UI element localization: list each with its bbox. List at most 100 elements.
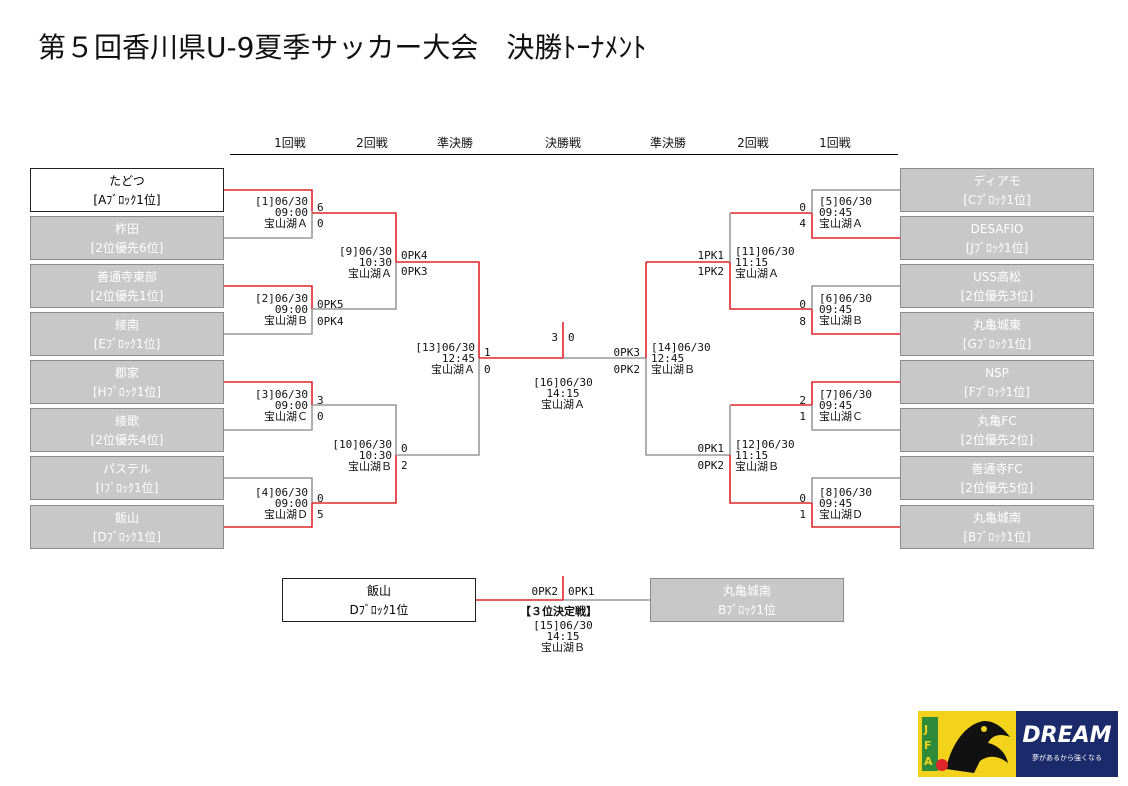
team-right-7: 善通寺FC [2位優先5位] <box>900 456 1094 500</box>
score-final-right: 0 <box>568 331 575 344</box>
team-name: 飯山 <box>114 511 139 525</box>
team-seed: [2位優先2位] <box>960 433 1034 447</box>
round-header-left-1: 1回戦 <box>274 136 306 150</box>
team-seed: [Aﾌﾞﾛｯｸ1位] <box>93 193 161 207</box>
team-name: USS高松 <box>972 270 1022 284</box>
team-seed: [2位優先4位] <box>90 433 164 447</box>
team-name: 丸亀城南 <box>972 511 1021 525</box>
match-8-info: [8]06/30 09:45 宝山湖Ｄ <box>819 487 872 520</box>
line-m1-top <box>224 189 313 211</box>
score-m8-bot: 1 <box>799 508 806 521</box>
match-venue: 宝山湖Ｄ <box>819 508 863 521</box>
match-number: [2]06/30 <box>255 292 308 305</box>
svg-text:J: J <box>923 723 928 736</box>
match-venue: 宝山湖Ｂ <box>541 641 585 654</box>
line-m8-bot <box>811 503 904 528</box>
team-name: 丸亀城東 <box>972 318 1021 332</box>
team-seed: [Jﾌﾞﾛｯｸ1位] <box>965 241 1029 255</box>
team-name: 丸亀城南 <box>722 584 771 598</box>
score-m11-bot: 1PK2 <box>697 265 725 278</box>
team-right-2: DESAFIO [Jﾌﾞﾛｯｸ1位] <box>900 216 1094 260</box>
match-venue: 宝山湖Ａ <box>348 267 392 280</box>
score-m12-top: 0PK1 <box>697 442 725 455</box>
score-m1-bot: 0 <box>317 217 324 230</box>
match-time: 09:00 <box>274 303 308 316</box>
line-m14-bot <box>645 358 730 456</box>
match-11-info: [11]06/30 11:15 宝山湖Ａ <box>735 246 795 279</box>
match-16-info: [16]06/30 14:15 宝山湖Ａ <box>513 377 613 410</box>
line-m2-bot <box>224 309 313 335</box>
line-m6-top <box>811 285 904 309</box>
line-m11-bot <box>729 262 812 310</box>
match-venue: 宝山湖Ｂ <box>348 460 392 473</box>
match-6-info: [6]06/30 09:45 宝山湖Ｂ <box>819 293 872 326</box>
match-7-info: [7]06/30 09:45 宝山湖Ｃ <box>819 389 872 422</box>
team-seed: [Cﾌﾞﾛｯｸ1位] <box>963 193 1031 207</box>
match-5-info: [5]06/30 09:45 宝山湖Ａ <box>819 196 872 229</box>
line-m6-bot <box>811 309 904 335</box>
score-m3-top: 3 <box>317 394 324 407</box>
team-seed: [2位優先6位] <box>90 241 164 255</box>
match-venue: 宝山湖Ａ <box>431 363 475 376</box>
match-number: [15]06/30 <box>533 619 593 632</box>
team-seed: [2位優先1位] <box>90 289 164 303</box>
match-number: [11]06/30 <box>735 245 795 258</box>
match-venue: 宝山湖Ｂ <box>819 314 863 327</box>
team-left-5: 郡家 [Hﾌﾞﾛｯｸ1位] <box>30 360 224 404</box>
team-seed: [Bﾌﾞﾛｯｸ1位] <box>963 530 1031 544</box>
match-time: 11:15 <box>735 256 769 269</box>
match-time: 09:00 <box>274 206 308 219</box>
score-m10-bot: 2 <box>401 459 408 472</box>
match-number: [6]06/30 <box>819 292 872 305</box>
score-third-right: 0PK1 <box>568 585 595 598</box>
team-name: 綾南 <box>114 318 139 332</box>
match-number: [5]06/30 <box>819 195 872 208</box>
team-seed: [2位優先3位] <box>960 289 1034 303</box>
team-left-2: 柞田 [2位優先6位] <box>30 216 224 260</box>
team-left-8: 飯山 [Dﾌﾞﾛｯｸ1位] <box>30 505 224 549</box>
team-right-8: 丸亀城南 [Bﾌﾞﾛｯｸ1位] <box>900 505 1094 549</box>
match-venue: 宝山湖Ａ <box>264 217 308 230</box>
line-m12-bot <box>729 455 812 504</box>
jfa-emblem-icon: J F A <box>918 711 1118 777</box>
dream-tagline: 夢があるから強くなる <box>1032 754 1102 762</box>
line-m13-top <box>396 261 480 358</box>
match-number: [13]06/30 <box>415 341 475 354</box>
match-number: [9]06/30 <box>339 245 392 258</box>
score-m14-bot: 0PK2 <box>613 363 641 376</box>
line-m9-bot <box>312 262 397 310</box>
line-m3-bot <box>224 405 313 431</box>
team-seed: [Dﾌﾞﾛｯｸ1位] <box>92 530 162 544</box>
line-m1-bot <box>224 211 313 239</box>
match-time: 10:30 <box>358 449 392 462</box>
team-seed: Dﾌﾞﾛｯｸ1位 <box>349 603 409 617</box>
match-13-info: [13]06/30 12:45 宝山湖Ａ <box>393 342 475 375</box>
score-m5-top: 0 <box>799 201 806 214</box>
match-venue: 宝山湖Ｃ <box>264 410 308 423</box>
score-m10-top: 0 <box>401 442 408 455</box>
team-name: DESAFIO <box>970 222 1024 236</box>
match-venue: 宝山湖Ａ <box>735 267 779 280</box>
round-header-left-3: 準決勝 <box>436 136 473 150</box>
page-title: 第５回香川県U-9夏季サッカー大会 決勝ﾄｰﾅﾒﾝﾄ <box>38 31 647 64</box>
score-m5-bot: 4 <box>799 217 806 230</box>
svg-text:F: F <box>924 739 932 752</box>
team-seed: [Eﾌﾞﾛｯｸ1位] <box>93 337 161 351</box>
third-place-label: 【３位決定戦】 <box>520 605 597 618</box>
match-time: 14:15 <box>546 630 580 643</box>
match-number: [12]06/30 <box>735 438 795 451</box>
match-3-info: [3]06/30 09:00 宝山湖Ｃ <box>224 389 308 422</box>
match-venue: 宝山湖Ｄ <box>264 508 308 521</box>
match-venue: 宝山湖Ｃ <box>819 410 863 423</box>
match-2-info: [2]06/30 09:00 宝山湖Ｂ <box>224 293 308 326</box>
match-venue: 宝山湖Ａ <box>541 398 585 411</box>
round-header-final: 決勝戦 <box>544 136 581 150</box>
match-venue: 宝山湖Ｂ <box>264 314 308 327</box>
line-m3-top <box>224 381 313 405</box>
score-m13-top: 1 <box>484 346 491 359</box>
score-m9-bot: 0PK3 <box>401 265 428 278</box>
team-left-3: 善通寺東部 [2位優先1位] <box>30 264 224 308</box>
match-time: 09:45 <box>819 303 853 316</box>
score-m13-bot: 0 <box>484 363 491 376</box>
round-header-left-2: 2回戦 <box>356 136 388 150</box>
